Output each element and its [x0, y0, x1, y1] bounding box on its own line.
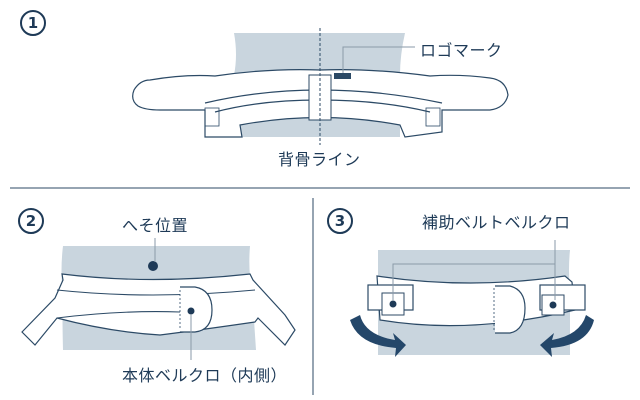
main-velcro-label: 本体ベルクロ（内側） [122, 366, 288, 385]
velcro-dot [187, 307, 195, 315]
aux-belt-velcro-label: 補助ベルトベルクロ [422, 213, 571, 232]
logo-mark-label: ロゴマーク [420, 41, 503, 60]
step2-illustration [21, 238, 296, 360]
right-arrow-icon [540, 315, 594, 357]
spine-line-label: 背骨ライン [278, 150, 361, 169]
left-arrow-icon [350, 315, 406, 357]
navel-dot [148, 261, 158, 271]
step-1-number: 1 [20, 10, 46, 36]
step-3-number: 3 [327, 208, 353, 234]
step-2-number: 2 [18, 208, 44, 234]
step1-illustration [132, 28, 509, 145]
step3-illustration [350, 240, 594, 357]
logo-mark [334, 73, 351, 79]
navel-position-label: へそ位置 [122, 216, 189, 235]
